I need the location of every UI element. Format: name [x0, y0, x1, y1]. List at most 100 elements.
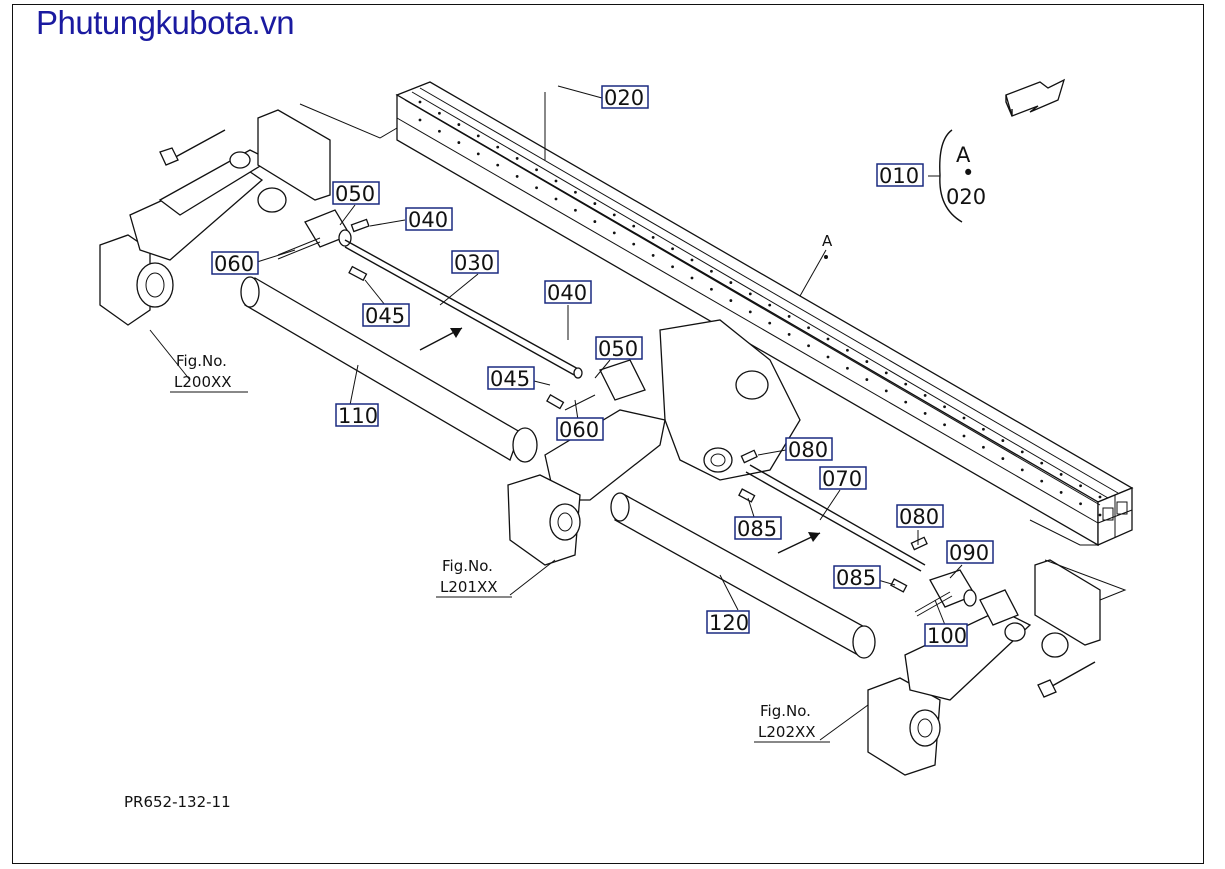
beam-hole: [612, 231, 616, 235]
beam-hole: [865, 360, 869, 363]
callout-050-left[interactable]: 050: [332, 181, 380, 206]
beam-hole: [1079, 484, 1082, 488]
legend-bracket: A • 020: [928, 129, 986, 223]
beam-hole: [574, 190, 577, 194]
svg-text:060: 060: [559, 418, 599, 442]
callout-040-mid[interactable]: 040: [544, 280, 592, 305]
beam-hole: [496, 145, 500, 149]
left-gearbox: [99, 109, 331, 326]
roller-120: [610, 492, 876, 659]
callout-050-mid[interactable]: 050: [595, 336, 643, 361]
beam-hole: [690, 258, 694, 262]
callout-085-mid[interactable]: 085: [734, 516, 782, 541]
svg-text:110: 110: [338, 404, 378, 428]
beam-hole: [515, 157, 519, 160]
beam-hole: [962, 416, 966, 420]
beam-hole: [671, 247, 674, 251]
beam-hole: [1001, 457, 1005, 460]
callout-085-right[interactable]: 085: [833, 565, 881, 590]
callout-040-left[interactable]: 040: [405, 207, 453, 232]
beam-hole: [846, 348, 849, 352]
right-gearbox: [867, 559, 1101, 776]
svg-text:050: 050: [335, 182, 375, 206]
svg-text:Fig.No.: Fig.No.: [442, 557, 493, 575]
svg-text:030: 030: [454, 251, 494, 275]
beam-hole: [671, 265, 674, 269]
beam-hole: [651, 236, 655, 239]
beam-hole: [1098, 513, 1102, 517]
callout-030[interactable]: 030: [451, 250, 499, 275]
beam-hole: [593, 202, 597, 205]
beam-hole: [554, 197, 558, 201]
svg-text:100: 100: [927, 624, 967, 648]
beam-hole: [476, 152, 480, 156]
callout-090[interactable]: 090: [946, 540, 994, 565]
beam-hole: [535, 168, 538, 172]
beam-hole: [943, 405, 946, 409]
svg-text:060: 060: [214, 252, 254, 276]
callout-100[interactable]: 100: [924, 623, 968, 648]
beam-hole: [515, 175, 519, 178]
site-brand[interactable]: Phutungkubota.vn: [36, 4, 295, 41]
callout-060-left[interactable]: 060: [211, 251, 259, 276]
beam-hole: [904, 382, 908, 386]
callout-120[interactable]: 120: [706, 610, 750, 635]
beam-hole: [1020, 468, 1024, 472]
beam-hole: [554, 179, 558, 183]
svg-text:050: 050: [598, 337, 638, 361]
drawing-code: PR652-132-11: [124, 793, 231, 811]
fig-ref-l200[interactable]: Fig.No. L200XX: [170, 352, 248, 393]
beam-hole: [923, 394, 927, 397]
beam-hole: [768, 303, 772, 307]
callout-045-mid[interactable]: 045: [487, 366, 535, 391]
beam-hole: [748, 310, 752, 314]
svg-text:Fig.No.: Fig.No.: [176, 352, 227, 370]
beam-hole: [1059, 473, 1063, 476]
center-shaft-parts: [738, 449, 977, 617]
fig-ref-l201[interactable]: Fig.No. L201XX: [436, 557, 512, 598]
fig-ref-l202[interactable]: Fig.No. L202XX: [754, 702, 830, 743]
svg-text:080: 080: [788, 438, 828, 462]
beam-hole: [768, 321, 772, 325]
beam-hole: [729, 299, 733, 302]
beam-hole: [982, 427, 985, 431]
beam-hole: [710, 269, 713, 273]
svg-text:020: 020: [604, 86, 644, 110]
beam-hole: [438, 111, 441, 115]
frame-beam: [395, 81, 1134, 547]
beam-hole: [438, 129, 441, 133]
beam-hole: [865, 378, 869, 381]
frame-marker-a: A: [822, 232, 833, 250]
svg-text:045: 045: [365, 304, 405, 328]
beam-hole: [826, 355, 830, 359]
beam-hole: [632, 242, 636, 246]
callout-020-top[interactable]: 020: [601, 85, 649, 110]
frame-marker-leader: [799, 249, 827, 297]
callout-080-mid[interactable]: 080: [785, 437, 833, 462]
frame-marker-dot: [824, 255, 828, 259]
svg-text:L202XX: L202XX: [758, 723, 816, 741]
beam-hole: [1040, 479, 1044, 483]
callout-080-right[interactable]: 080: [896, 504, 944, 529]
callout-110[interactable]: 110: [335, 403, 379, 428]
svg-text:040: 040: [408, 208, 448, 232]
cut-line-right-gearbox: [1044, 559, 1127, 601]
beam-hole: [574, 208, 577, 212]
callout-010[interactable]: 010: [876, 163, 924, 188]
callout-060-mid[interactable]: 060: [556, 417, 604, 442]
beam-hole: [884, 389, 888, 393]
beam-hole: [476, 134, 480, 138]
svg-text:045: 045: [490, 367, 530, 391]
beam-hole: [729, 281, 733, 284]
beam-hole: [593, 220, 597, 223]
svg-text:085: 085: [737, 517, 777, 541]
beam-hole: [904, 400, 908, 404]
callout-045-left[interactable]: 045: [362, 303, 410, 328]
svg-text:040: 040: [547, 281, 587, 305]
beam-hole: [962, 434, 966, 438]
beam-hole: [884, 371, 888, 375]
callout-070[interactable]: 070: [819, 466, 867, 491]
beam-hole: [535, 186, 538, 190]
svg-text:080: 080: [899, 505, 939, 529]
